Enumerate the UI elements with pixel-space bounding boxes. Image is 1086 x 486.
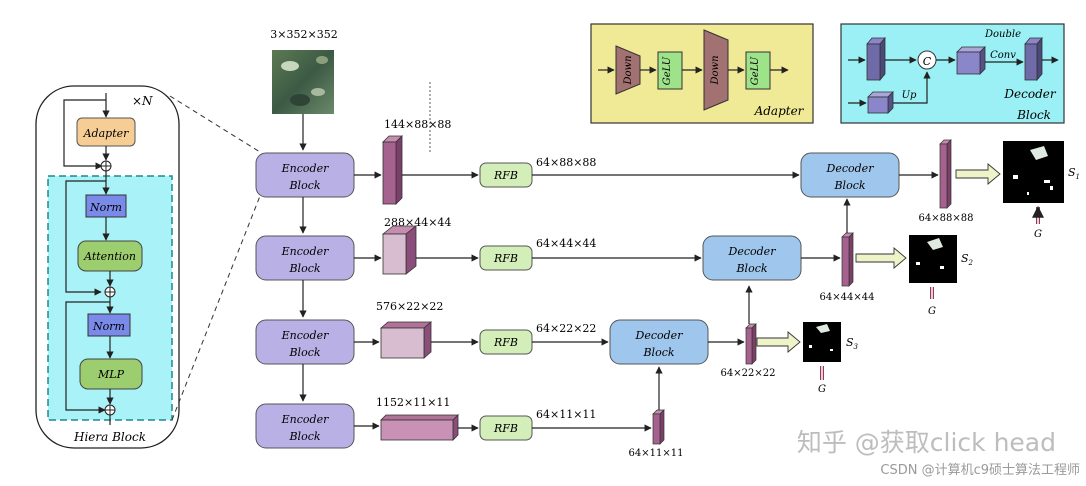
norm-label-2: Norm bbox=[92, 320, 125, 333]
rfb-box-4: RFB bbox=[479, 415, 533, 441]
gelu-label-1: GeLU bbox=[662, 56, 673, 85]
adapter-label: Adapter bbox=[83, 127, 130, 140]
ground-truth-label-1: G bbox=[1034, 229, 1042, 240]
encoder-block-3: Encoder Block bbox=[255, 319, 355, 365]
ground-truth-label-2: G bbox=[928, 306, 936, 317]
decoder-panel-title-2: Block bbox=[1016, 108, 1051, 122]
prediction-s2 bbox=[909, 235, 957, 283]
attention-label: Attention bbox=[83, 250, 136, 263]
prediction-s1 bbox=[1003, 141, 1064, 203]
rfb-output-dims-2: 64×44×44 bbox=[536, 237, 596, 250]
rfb-output-dims-3: 64×22×22 bbox=[536, 322, 596, 335]
watermark-csdn: CSDN @计算机c9硕士算法工程师 bbox=[880, 463, 1080, 478]
svg-text:Encoder: Encoder bbox=[281, 245, 329, 258]
input-dims-label: 3×352×352 bbox=[270, 28, 337, 41]
mlp-label: MLP bbox=[97, 368, 125, 381]
svg-text:Block: Block bbox=[288, 346, 320, 359]
zoom-line-top bbox=[169, 95, 261, 153]
output-arrow-2 bbox=[855, 247, 907, 269]
decoder-feature-dims-2: 64×44×44 bbox=[820, 292, 875, 303]
hiera-block: ×N Adapter Norm Attention Norm MLP bbox=[35, 85, 180, 449]
feature-map-3 bbox=[379, 321, 433, 359]
rfb-box-2: RFB bbox=[479, 245, 533, 271]
norm-label-1: Norm bbox=[89, 201, 122, 214]
add-node-2 bbox=[104, 286, 116, 298]
decoder-feature-dims-3: 64×22×22 bbox=[721, 368, 776, 379]
add-node-1 bbox=[100, 160, 112, 172]
svg-text:Decoder: Decoder bbox=[826, 162, 875, 175]
down-trapezoid-1 bbox=[615, 45, 641, 95]
times-n-label: ×N bbox=[132, 94, 153, 108]
norm-box-2 bbox=[87, 313, 131, 337]
prediction-s3 bbox=[803, 322, 841, 362]
encoder-block-1: Encoder Block bbox=[255, 152, 355, 198]
decoder-feature-dims-4: 64×11×11 bbox=[629, 448, 684, 459]
double-conv-label-2: Conv bbox=[990, 50, 1016, 61]
rfb-output-dims-1: 64×88×88 bbox=[536, 156, 596, 169]
decoder-feature-dims-1: 64×88×88 bbox=[919, 213, 974, 224]
decoder-block-1: Decoder Block bbox=[800, 152, 900, 198]
hiera-caption: Hiera Block bbox=[73, 430, 146, 444]
svg-text:RFB: RFB bbox=[493, 422, 518, 435]
svg-text:Block: Block bbox=[642, 346, 674, 359]
output-arrow-3 bbox=[756, 331, 801, 353]
feature-map-2 bbox=[381, 225, 418, 275]
up-label: Up bbox=[902, 90, 917, 101]
double-conv-label-1: Double bbox=[984, 29, 1021, 40]
rfb-output-dims-4: 64×11×11 bbox=[536, 408, 596, 421]
feature-map-1 bbox=[382, 135, 403, 205]
gelu-box-1 bbox=[657, 51, 683, 90]
decoder-block-3: Decoder Block bbox=[609, 319, 709, 365]
svg-text:Block: Block bbox=[288, 262, 320, 275]
feature-dims-2: 288×44×44 bbox=[384, 216, 451, 229]
svg-text:Encoder: Encoder bbox=[281, 413, 329, 426]
svg-text:Block: Block bbox=[833, 179, 865, 192]
down-label-2: Down bbox=[710, 55, 721, 85]
svg-text:RFB: RFB bbox=[493, 252, 518, 265]
down-trapezoid-2 bbox=[703, 29, 729, 111]
decoder-panel: C Double Conv Up Decoder Block bbox=[840, 23, 1065, 124]
decoder-feature-2 bbox=[841, 232, 854, 287]
encoder-block-4: Encoder Block bbox=[255, 403, 355, 449]
add-node-3 bbox=[104, 404, 116, 416]
decoder-feature-4 bbox=[652, 409, 665, 445]
adapter-panel: Down GeLU Down GeLU Adapter bbox=[590, 23, 814, 124]
concat-label: C bbox=[923, 55, 932, 68]
svg-text:Block: Block bbox=[288, 179, 320, 192]
encoder-block-2: Encoder Block bbox=[255, 235, 355, 281]
svg-text:Block: Block bbox=[288, 430, 320, 443]
watermark-zhihu: 知乎 @获取click head bbox=[797, 428, 1056, 457]
gelu-label-2: GeLU bbox=[750, 56, 761, 85]
adapter-panel-title: Adapter bbox=[754, 104, 805, 118]
svg-text:Decoder: Decoder bbox=[635, 329, 684, 342]
down-label-1: Down bbox=[623, 55, 634, 85]
svg-text:RFB: RFB bbox=[493, 169, 518, 182]
zoom-line-bottom bbox=[171, 195, 261, 421]
feature-dims-3: 576×22×22 bbox=[376, 300, 443, 313]
feature-dims-1: 144×88×88 bbox=[384, 118, 451, 131]
output-arrow-1 bbox=[955, 163, 1001, 185]
decoder-panel-title-1: Decoder bbox=[1003, 87, 1056, 101]
mlp-box bbox=[79, 358, 143, 390]
decoder-feature-1 bbox=[939, 139, 952, 209]
rfb-box-1: RFB bbox=[479, 162, 533, 188]
ground-truth-label-3: G bbox=[818, 384, 826, 395]
input-image bbox=[272, 50, 334, 114]
decoder-block-2: Decoder Block bbox=[702, 235, 802, 281]
feature-dims-4: 1152×11×11 bbox=[376, 396, 450, 409]
prediction-s1-label: S1 bbox=[1068, 166, 1080, 181]
feature-map-4 bbox=[380, 414, 459, 441]
svg-text:Block: Block bbox=[735, 262, 767, 275]
rfb-box-3: RFB bbox=[479, 329, 533, 355]
prediction-s3-label: S3 bbox=[846, 336, 859, 351]
svg-text:Encoder: Encoder bbox=[281, 329, 329, 342]
svg-text:RFB: RFB bbox=[493, 336, 518, 349]
decoder-feature-3 bbox=[745, 323, 757, 365]
svg-text:Encoder: Encoder bbox=[281, 162, 329, 175]
prediction-s2-label: S2 bbox=[961, 252, 974, 267]
svg-text:Decoder: Decoder bbox=[728, 245, 777, 258]
